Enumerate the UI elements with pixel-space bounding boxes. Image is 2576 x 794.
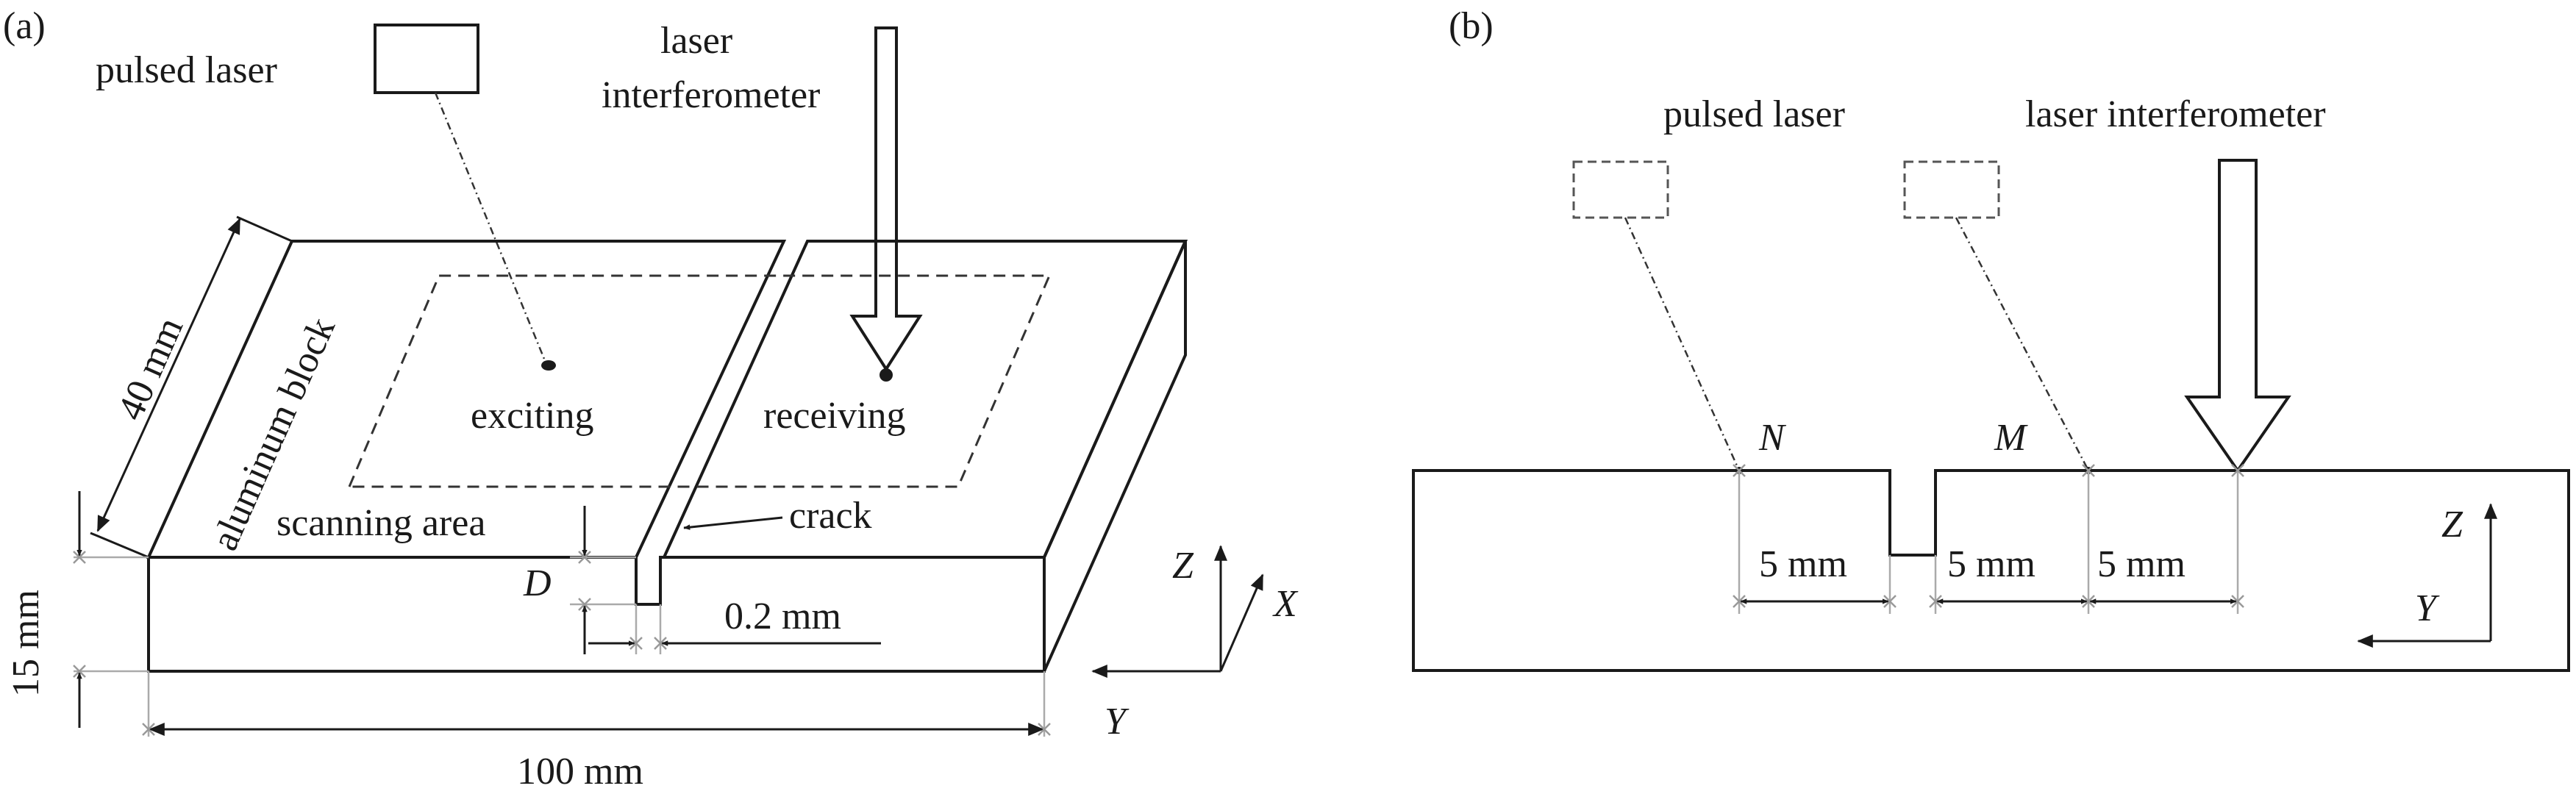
panel-a-block-front-face xyxy=(147,556,1046,673)
panel-b-dim-label-2: 5 mm xyxy=(1947,543,2036,585)
dimension-tick-mark xyxy=(2082,464,2095,477)
panel-a-height-label: 15 mm xyxy=(5,590,47,697)
panel-a-width-ext-1 xyxy=(236,215,293,243)
panel-a-width-ext-2 xyxy=(90,532,149,559)
panel-b-tag: (b) xyxy=(1449,5,1494,47)
panel-a-laser-beam-line xyxy=(434,92,547,363)
dimension-tick-mark xyxy=(654,637,667,650)
dimension-tick-mark xyxy=(1883,595,1897,608)
panel-a-excitation-spot xyxy=(541,360,556,371)
panel-a-crack-label: crack xyxy=(789,495,872,537)
panel-b-laser-box-2 xyxy=(1903,160,2000,219)
panel-a-axis-z-label: Z xyxy=(1172,545,1194,587)
dimension-tick-mark xyxy=(73,665,86,678)
dimension-tick-mark xyxy=(1733,464,1746,477)
panel-b-interferometer-arrow xyxy=(2184,159,2291,473)
panel-b-axis-y-label: Y xyxy=(2415,587,2440,629)
panel-a-width-dim-line xyxy=(96,218,241,532)
panel-a-interferometer-arrow xyxy=(849,26,923,372)
panel-b-pulsed-laser-label: pulsed laser xyxy=(1663,93,1845,135)
dimension-tick-mark xyxy=(1929,595,1942,608)
panel-a-interferometer-label-1: laser xyxy=(660,20,732,62)
dimension-tick-mark xyxy=(2082,595,2095,608)
panel-a-block-top-right xyxy=(661,240,1188,559)
panel-a-crackw-label: 0.2 mm xyxy=(724,596,841,637)
dimension-tick-mark xyxy=(2231,595,2244,608)
dimension-tick-mark xyxy=(578,551,591,564)
dimension-tick-mark xyxy=(142,723,155,736)
panel-a-tag: (a) xyxy=(3,5,46,47)
panel-a-scanning-area-label: scanning area xyxy=(276,502,485,544)
panel-a-axis-x-label: X xyxy=(1272,583,1299,625)
dimension-tick-mark xyxy=(629,637,643,650)
dimension-tick-mark xyxy=(2231,464,2244,477)
panel-b-specimen xyxy=(1412,469,2570,672)
panel-a-pulsed-laser-label: pulsed laser xyxy=(96,49,277,91)
panel-a-block-side-face xyxy=(1043,240,1187,672)
panel-a-pulsed-laser-box xyxy=(374,24,479,94)
panel-a-exciting-label: exciting xyxy=(471,395,594,437)
panel-a-receiving-spot xyxy=(880,368,893,382)
panel-b: (b) pulsed laser laser interferometer N … xyxy=(1412,5,2570,672)
panel-a-width-dim-label: 40 mm xyxy=(110,311,191,426)
panel-b-laser-box-1 xyxy=(1572,160,1669,219)
panel-a-axis-y-label: Y xyxy=(1105,701,1130,743)
panel-a: (a) pulsed laser laser interferometer al… xyxy=(3,5,1299,793)
panel-b-point-m: M xyxy=(1994,417,2028,459)
panel-b-dim-label-1: 5 mm xyxy=(1759,543,1847,585)
panel-a-receiving-label: receiving xyxy=(763,395,905,437)
panel-a-depth-label: D xyxy=(523,562,552,604)
panel-b-interferometer-label: laser interferometer xyxy=(2025,93,2326,135)
panel-a-interferometer-label-2: interferometer xyxy=(602,74,820,116)
panel-b-laser-beam-1 xyxy=(1624,217,1741,471)
dimension-tick-mark xyxy=(578,598,591,611)
panel-a-axis-x xyxy=(1219,573,1264,672)
panel-b-point-n: N xyxy=(1758,417,1787,459)
panel-b-laser-beam-2 xyxy=(1955,217,2090,471)
panel-a-scanning-area xyxy=(347,274,1052,488)
panel-a-length-label: 100 mm xyxy=(517,751,643,793)
panel-b-dim-label-3: 5 mm xyxy=(2097,543,2186,585)
panel-a-crack-pointer xyxy=(683,516,783,530)
dimension-tick-mark xyxy=(73,551,86,564)
dimension-tick-mark xyxy=(1038,723,1051,736)
dimension-tick-mark xyxy=(1733,595,1746,608)
panel-b-axis-z-label: Z xyxy=(2441,504,2463,546)
